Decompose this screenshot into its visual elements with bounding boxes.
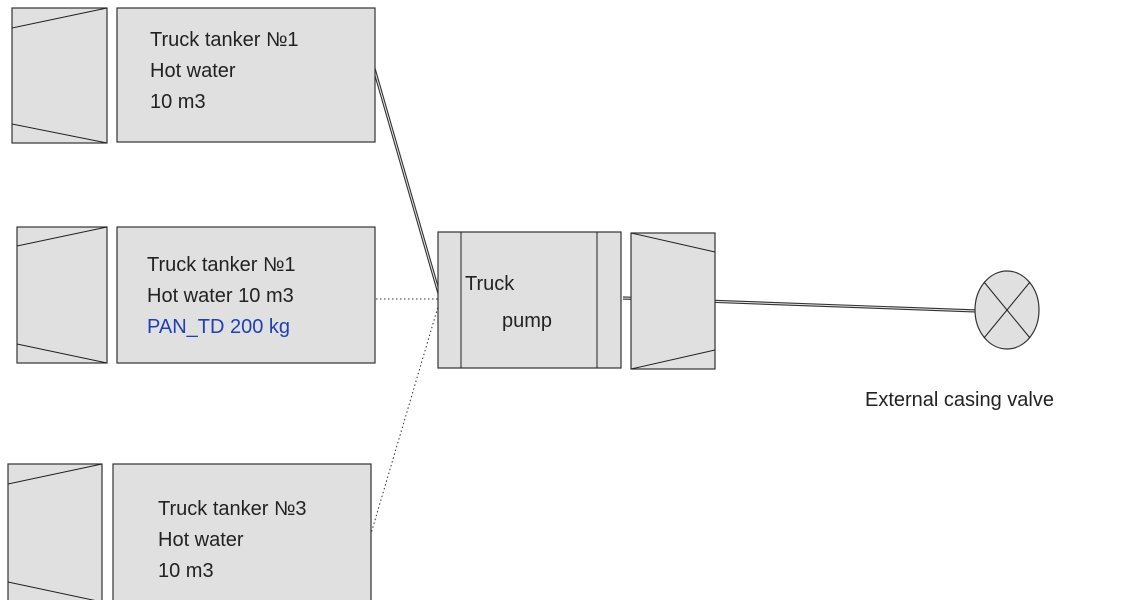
tanker-3-cab [7,463,103,600]
tanker-2-cab [16,226,108,364]
connector-tanker-1-to-pump [371,64,442,298]
tanker-1-body [116,7,376,143]
tanker-2-body [116,226,376,364]
tanker-3-volume: 10 m3 [158,560,214,582]
tanker-3-contents: Hot water [158,529,244,551]
connector-tanker-3-to-pump [369,299,441,538]
tanker-1[interactable]: Truck tanker №1 Hot water 10 m3 [11,7,376,144]
tanker-1-volume: 10 m3 [150,91,206,113]
tanker-2-additive: PAN_TD 200 kg [147,316,290,338]
tanker-1-name: Truck tanker №1 [150,29,299,51]
truck-pump-label-line2: pump [502,310,552,332]
tanker-2-contents: Hot water 10 m3 [147,285,294,307]
truck-pump[interactable]: Truck pump [437,231,622,369]
tanker-1-contents: Hot water [150,60,236,82]
external-casing-valve[interactable]: External casing valve [865,270,1054,411]
valve-icon [974,270,1040,350]
tanker-3[interactable]: Truck tanker №3 Hot water 10 m3 [7,463,372,600]
tanker-1-cab [11,7,108,144]
tanker-3-body [112,463,372,600]
tanker-2-name: Truck tanker №1 [147,254,296,276]
tanker-3-name: Truck tanker №3 [158,498,307,520]
truck-pump-body [437,231,622,369]
tanker-2[interactable]: Truck tanker №1 Hot water 10 m3 PAN_TD 2… [16,226,376,364]
truck-pump-cab [630,232,716,370]
valve-label: External casing valve [865,389,1054,411]
truck-pump-label-line1: Truck [465,273,515,295]
